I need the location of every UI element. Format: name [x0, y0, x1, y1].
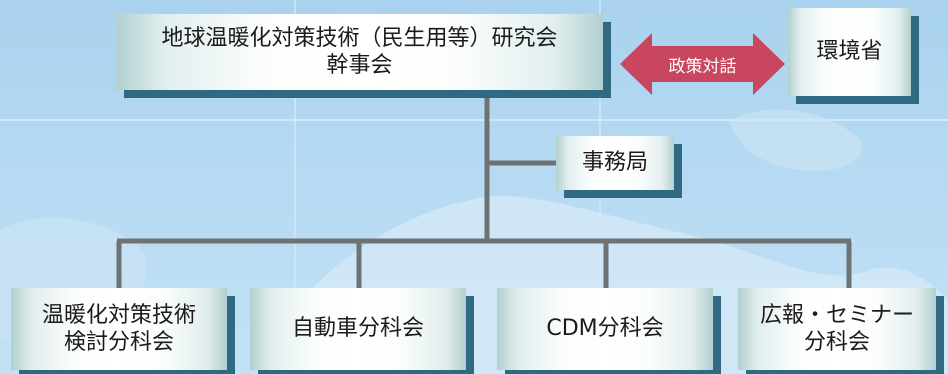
ministry-box: 環境省: [788, 8, 911, 96]
steering-committee-box: 地球温暖化対策技術（民生用等）研究会 幹事会: [116, 14, 603, 90]
policy-dialogue-label: 政策対話: [668, 56, 737, 77]
subcommittee-label-line2: 検討分科会: [63, 330, 174, 355]
subcommittee-box: 温暖化対策技術 検討分科会: [11, 288, 227, 370]
ministry-label: 環境省: [816, 39, 883, 65]
subcommittee-label-line2: 分科会: [803, 330, 870, 355]
subcommittee-label-line1: 広報・セミナー: [759, 302, 914, 328]
secretariat-label: 事務局: [581, 150, 648, 176]
subcommittee-box: 自動車分科会: [250, 288, 466, 370]
secretariat-box: 事務局: [556, 136, 674, 190]
subcommittee-box: CDM分科会: [497, 288, 713, 370]
policy-dialogue-arrow: [620, 33, 785, 95]
steering-committee-subtitle: 幹事会: [326, 53, 393, 78]
subcommittee-label-line1: 自動車分科会: [291, 316, 424, 342]
subcommittee-box: 広報・セミナー 分科会: [738, 288, 936, 370]
steering-committee-title: 地球温暖化対策技術（民生用等）研究会: [161, 25, 558, 51]
subcommittee-label-line1: CDM分科会: [546, 316, 664, 342]
subcommittee-label-line1: 温暖化対策技術: [41, 302, 196, 328]
